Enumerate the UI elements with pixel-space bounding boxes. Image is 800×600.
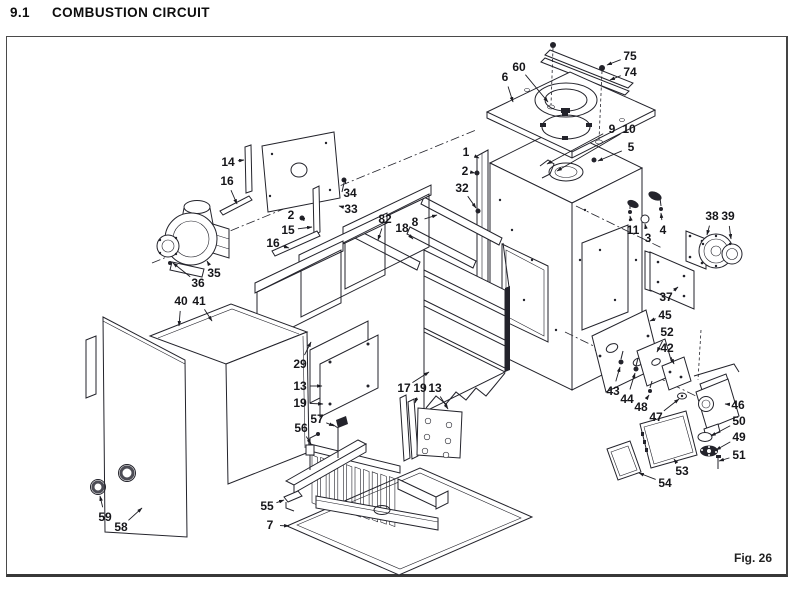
page-title: COMBUSTION CIRCUIT <box>51 5 210 20</box>
section-number: 9.1 <box>10 5 30 20</box>
figure-border-box <box>6 36 788 577</box>
section-header: 9.1 COMBUSTION CIRCUIT <box>10 5 210 20</box>
figure-caption: Fig. 26 <box>733 551 772 565</box>
